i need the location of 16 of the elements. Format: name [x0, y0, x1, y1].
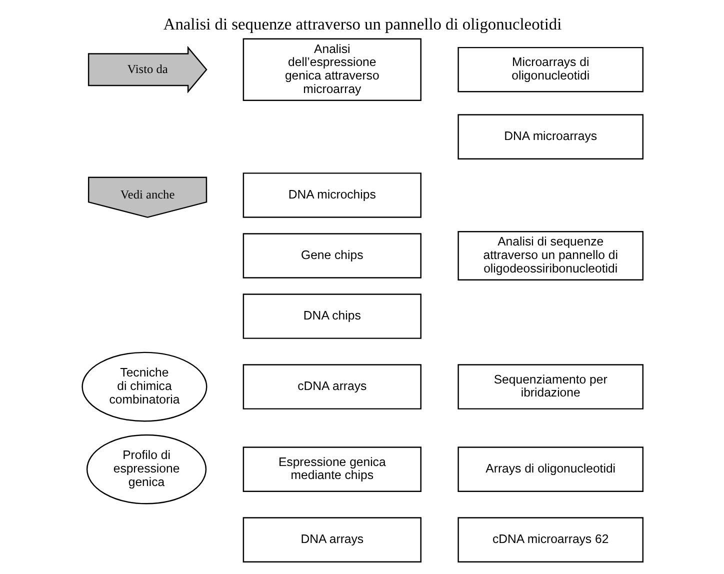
node-box: DNA chips: [242, 294, 421, 339]
node-box: Analisi di sequenze attraverso un pannello di oligodeossiribonucleotidi: [457, 231, 644, 280]
node-ellipse: Profilo di espressione genica: [86, 434, 206, 504]
diagram-title: Analisi di sequenze attraverso un pannello di oligonucleotidi: [162, 14, 562, 34]
node-box: Analisi dell’espressione genica attraverso microarray: [242, 38, 421, 101]
node-box: Espressione genica mediante chips: [242, 446, 421, 492]
node-box: cDNA arrays: [242, 364, 421, 410]
node-box: DNA arrays: [242, 517, 421, 562]
node-box: DNA microchips: [242, 172, 421, 218]
node-box: Gene chips: [242, 233, 421, 278]
node-box: Arrays di oligonucleotidi: [457, 446, 644, 492]
node-ellipse: Tecniche di chimica combinatoria: [81, 352, 207, 422]
node-box: Sequenziamento per ibridazione: [457, 364, 644, 410]
node-box: Microarrays di oligonucleotidi: [457, 46, 644, 92]
node-box: cDNA microarrays 62: [457, 517, 644, 562]
node-box: DNA microarrays: [457, 114, 644, 160]
